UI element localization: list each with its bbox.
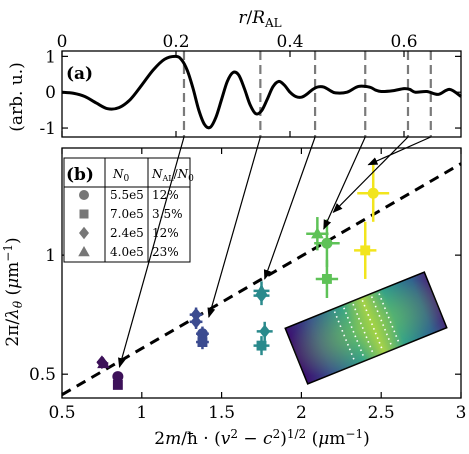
b-xtick-label: 1 xyxy=(136,403,147,423)
marker-triangle xyxy=(311,227,324,239)
panel-a-curve xyxy=(61,54,462,130)
data-point-square xyxy=(253,336,270,356)
legend-row: 4.0e5 23% xyxy=(78,245,179,259)
data-point-circle xyxy=(112,371,124,383)
panel-a-ylabel: (arb. u.) xyxy=(7,62,27,132)
data-point-diamond xyxy=(253,286,270,306)
panel-b-ticks: 0.5 1 1.5 2 2.5 3 0.5 1 xyxy=(29,148,466,423)
legend-n0: 2.4e5 xyxy=(110,226,144,240)
a-ytick-label: -1 xyxy=(39,119,56,139)
legend-ratio: 3.5% xyxy=(152,207,183,221)
data-point-triangle xyxy=(306,217,329,251)
a-ytick-label: 1 xyxy=(45,47,56,67)
legend-row: 5.5e5 12% xyxy=(79,188,179,202)
panel-a-top-axis-title: r/RAL xyxy=(238,8,281,30)
legend-n0: 4.0e5 xyxy=(110,245,144,259)
data-point-square xyxy=(315,259,339,298)
link-arrow xyxy=(332,136,409,213)
data-point-diamond xyxy=(96,355,108,370)
marker-diamond xyxy=(259,324,271,339)
panel-b: 2π/λθ (μm−1) 2m/ħ · (v2 − c2)1/2 (μm−1) … xyxy=(1,136,466,449)
data-point-square xyxy=(354,221,377,279)
marker-square xyxy=(256,340,267,351)
legend-n0: 5.5e5 xyxy=(110,188,144,202)
b-xtick-label: 0.5 xyxy=(48,403,75,423)
legend-marker-square xyxy=(79,209,89,219)
legend: (b) N0 NAL/N0 5.5e5 12% 7.0e5 3.5% 2.4e5 12% 4… xyxy=(63,157,194,263)
data-point-diamond xyxy=(256,321,273,341)
a-xtick-label: 0.4 xyxy=(276,32,303,52)
legend-row: 7.0e5 3.5% xyxy=(79,207,183,221)
legend-marker-circle xyxy=(79,190,89,200)
b-ytick-label: 0.5 xyxy=(29,365,56,385)
link-arrow xyxy=(207,136,261,319)
marker-square xyxy=(360,245,371,256)
data-point-square xyxy=(196,334,209,350)
a-xtick-label: 0.6 xyxy=(390,32,417,52)
fit-line xyxy=(61,162,462,396)
data-point-diamond xyxy=(189,314,203,329)
inset-image xyxy=(284,271,448,385)
marker-circle xyxy=(112,371,124,383)
marker-circle xyxy=(196,328,208,340)
link-arrow xyxy=(367,136,432,166)
b-xtick-label: 1.5 xyxy=(208,403,235,423)
marker-diamond xyxy=(190,314,202,329)
link-arrow xyxy=(263,136,316,280)
marker-square xyxy=(321,274,332,284)
marker-square xyxy=(197,337,208,347)
panel-b-frame xyxy=(61,147,462,399)
marker-diamond xyxy=(256,288,267,303)
legend-ratio: 12% xyxy=(152,188,179,202)
a-xtick-label: 0 xyxy=(57,32,68,52)
marker-square xyxy=(112,379,123,390)
a-ytick-label: 0 xyxy=(45,83,56,103)
b-xtick-label: 2 xyxy=(296,403,307,423)
legend-row: 2.4e5 12% xyxy=(79,226,179,240)
link-arrow xyxy=(118,136,185,369)
legend-rows: 5.5e5 12% 7.0e5 3.5% 2.4e5 12% 4.0e5 23% xyxy=(78,188,183,259)
panel-a-frame xyxy=(61,50,462,138)
data-point-square xyxy=(112,379,123,390)
data-point-circle xyxy=(357,164,390,222)
marker-diamond xyxy=(96,355,108,370)
panel-b-xlabel: 2m/ħ · (v2 − c2)1/2 (μm−1) xyxy=(154,427,370,449)
legend-marker-diamond xyxy=(79,226,89,240)
a-xtick-label: 0.2 xyxy=(162,32,189,52)
arrows xyxy=(118,136,432,369)
b-ytick-label: 1 xyxy=(45,246,56,266)
legend-marker-triangle xyxy=(78,246,90,257)
panel-b-ylabel: 2π/λθ (μm−1) xyxy=(1,237,25,346)
legend-ratio: 23% xyxy=(152,245,179,259)
link-arrow xyxy=(323,136,366,230)
legend-header-n0: N0 xyxy=(112,167,130,184)
data-points xyxy=(96,164,390,390)
panel-a-label: (a) xyxy=(66,64,93,84)
legend-ratio: 12% xyxy=(152,226,179,240)
legend-header-ratio: NAL/N0 xyxy=(151,167,194,184)
panel-b-label: (b) xyxy=(66,165,94,185)
b-xtick-label: 3 xyxy=(456,403,467,423)
marker-circle xyxy=(321,237,333,249)
marker-circle xyxy=(367,187,379,199)
b-xtick-label: 2.5 xyxy=(368,403,395,423)
legend-n0: 7.0e5 xyxy=(110,207,144,221)
